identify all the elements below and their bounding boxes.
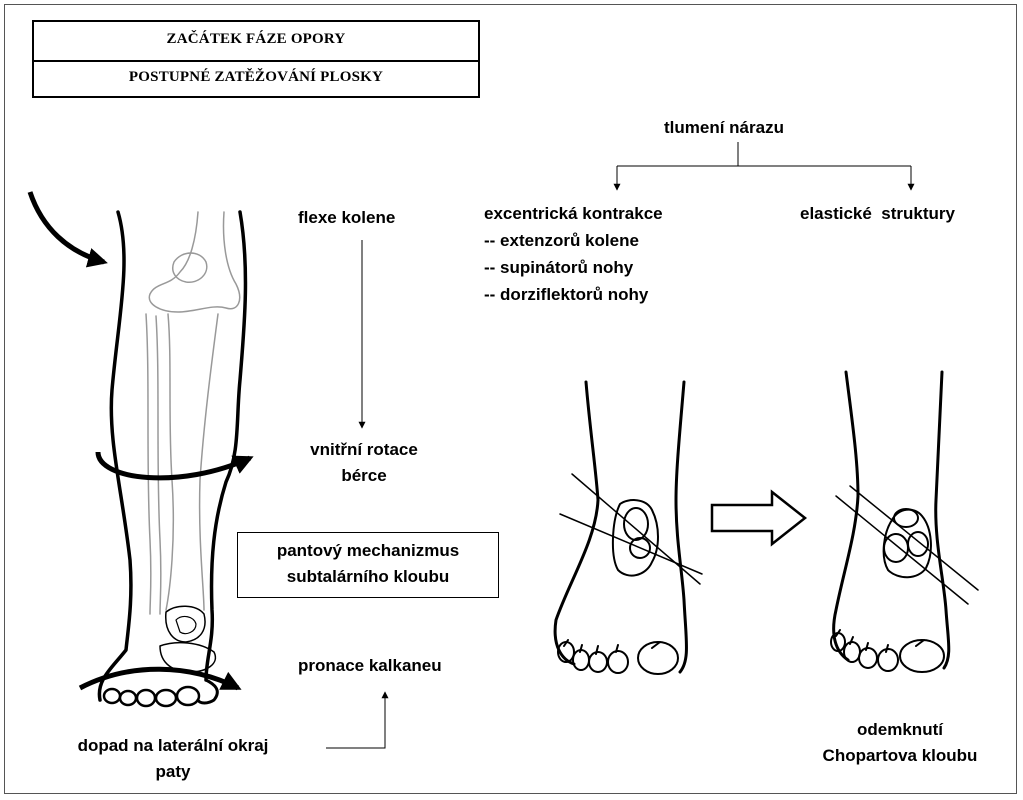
leg-outline-left <box>97 210 133 702</box>
leg-outline-right <box>204 210 248 682</box>
shank-rotation-arrow <box>95 451 254 481</box>
label-odemknuti: odemknutí <box>857 720 943 739</box>
figure-frame <box>4 4 1017 794</box>
heel-pronation-arrow <box>78 666 242 691</box>
shock-tree <box>613 142 915 191</box>
leg-illustration <box>97 210 248 708</box>
foot-after <box>830 370 979 673</box>
label-flexe-kolene: flexe kolene <box>298 208 396 227</box>
label-extenzoru-kolene: -- extenzorů kolene <box>484 231 639 250</box>
knee-flexion-arrow <box>27 191 108 268</box>
foot-before <box>553 380 703 675</box>
dopad-to-pronace-arrow <box>326 691 389 749</box>
title-line-2: POSTUPNÉ ZATĚŽOVÁNÍ PLOSKY <box>128 69 384 85</box>
label-paty: paty <box>155 762 191 781</box>
label-dopad: dopad na laterální okraj <box>77 736 269 755</box>
label-berce: bérce <box>341 466 387 485</box>
label-tlumeni-narazu: tlumení nárazu <box>664 118 784 137</box>
mechanism-box: pantový mechanizmus subtalárního kloubu <box>237 532 499 598</box>
label-pronace-kalkaneu: pronace kalkaneu <box>298 656 442 675</box>
title-divider <box>34 60 478 62</box>
label-pantovy-mechanizmus: pantový mechanizmus <box>276 541 460 560</box>
label-dorziflektoru-nohy: -- dorziflektorů nohy <box>484 285 649 304</box>
label-vnitrni-rotace: vnitřní rotace <box>310 440 418 459</box>
transition-arrow <box>710 489 808 547</box>
label-subtalarniho-kloubu: subtalárního kloubu <box>286 567 450 586</box>
title-line-1: ZAČÁTEK FÁZE OPORY <box>166 31 346 47</box>
label-elasticke-struktury: elastické struktury <box>800 204 955 223</box>
label-chopartova-kloubu: Chopartova kloubu <box>822 746 978 765</box>
title-box: ZAČÁTEK FÁZE OPORY POSTUPNÉ ZATĚŽOVÁNÍ P… <box>32 20 480 98</box>
label-excentricka-kontrakce: excentrická kontrakce <box>484 204 663 223</box>
label-supinatoru-nohy: -- supinátorů nohy <box>484 258 634 277</box>
